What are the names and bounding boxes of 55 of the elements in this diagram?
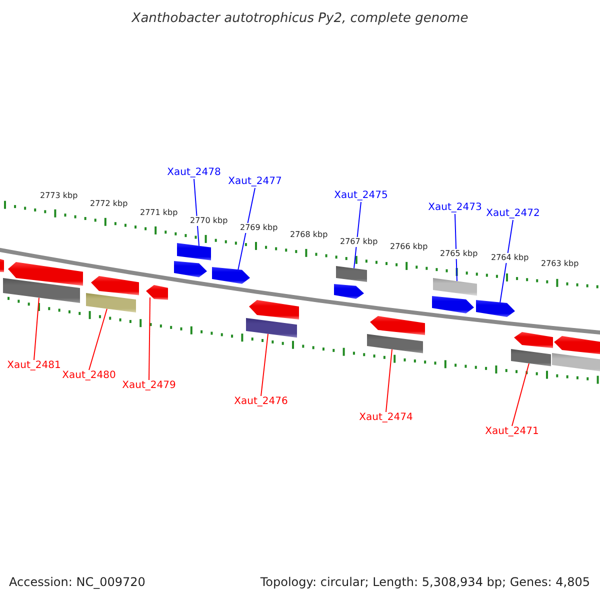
feature-bar [511,349,551,366]
feature-bar [86,293,136,312]
scale-label: 2770 kbp [190,216,228,226]
title: Xanthobacter autotrophicus Py2, complete genome [132,11,468,26]
gene-label: Xaut_2472 [486,208,540,220]
gene-segment [91,276,139,296]
scale-label: 2767 kbp [340,237,378,247]
leader-line [386,348,392,412]
scale-label: 2766 kbp [390,242,428,252]
leader-line [148,297,150,380]
scale-label: 2771 kbp [140,208,178,218]
leader-line [512,362,530,426]
scale-label: 2765 kbp [440,249,478,259]
leader-line [500,220,514,304]
gene-label: Xaut_2476 [234,396,288,408]
gene-segment [8,262,83,286]
gene-segment [146,285,168,300]
leader-line [238,188,256,271]
gene-segment [0,258,4,272]
gene-label: Xaut_2478 [167,167,221,179]
gene-segment [370,316,425,336]
leader-line [260,333,268,396]
gene-segment [212,267,250,284]
scale-label: 2769 kbp [240,223,278,233]
gene-label: Xaut_2477 [228,176,282,188]
scale-label: 2763 kbp [541,259,579,269]
gene-segment [174,261,207,278]
scale-label: 2764 kbp [491,253,529,263]
feature-bar [433,278,477,296]
gene-label: Xaut_2475 [334,190,388,202]
gene-label: Xaut_2481 [7,360,61,372]
gene-segment [476,300,515,317]
footer-text: Topology: circular; Length: 5,308,934 bp; Genes: 4,805 [260,575,590,589]
gene-label: Xaut_2471 [485,426,539,438]
feature-bar [336,266,367,282]
gene-label: Xaut_2480 [62,370,116,382]
feature-bar [3,278,80,303]
feature-bar [246,318,297,338]
gene-segment [334,284,364,299]
feature-bar [367,334,423,354]
feature-bar [177,243,211,260]
footer-text: Accession: NC_009720 [9,575,146,589]
feature-bar [552,353,600,373]
gene-label: Xaut_2474 [359,412,413,424]
gene-segment [554,336,600,356]
gene-label: Xaut_2473 [428,202,482,214]
scale-label: 2772 kbp [90,199,128,209]
gene-segment [514,332,553,348]
scale-label: 2773 kbp [40,191,78,201]
gene-segment [432,296,474,314]
leader-line [34,297,40,360]
leader-line [88,308,108,370]
gene-label: Xaut_2479 [122,380,176,392]
gene-segment [249,300,299,320]
scale-label: 2768 kbp [290,230,328,240]
